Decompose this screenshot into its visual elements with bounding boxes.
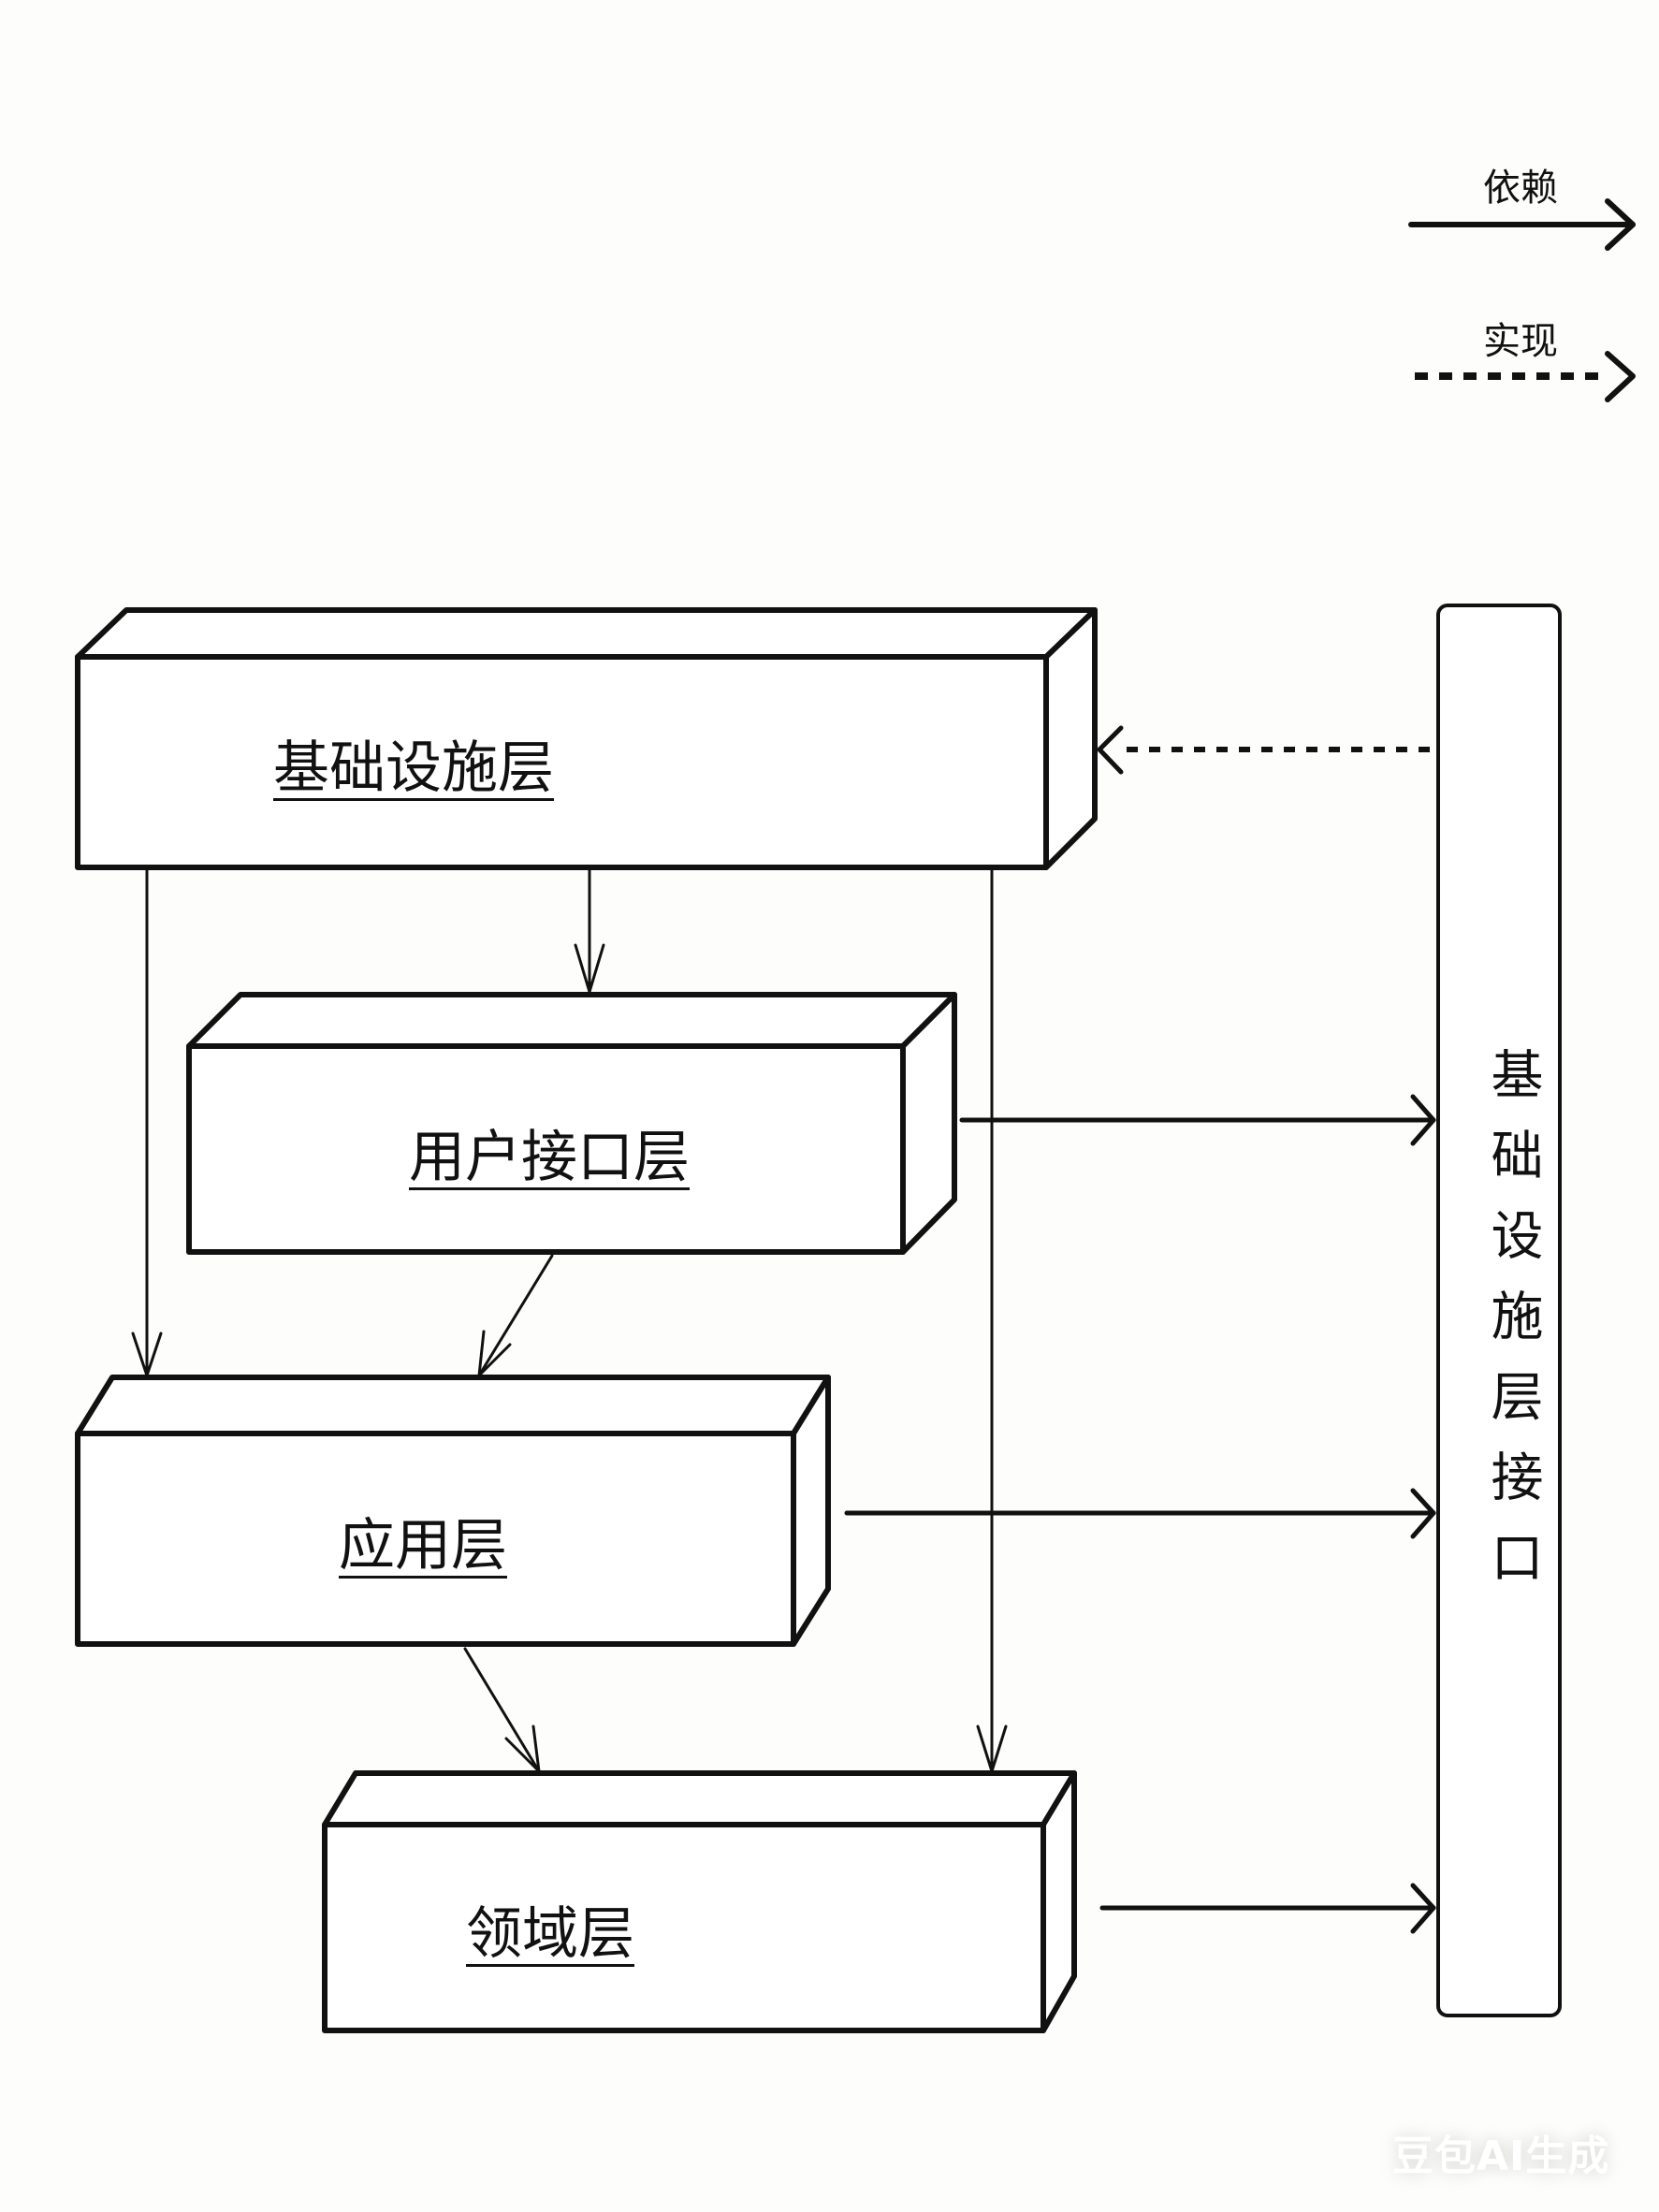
- interface-panel-box[interactable]: [1436, 604, 1562, 2017]
- edge-infra-to-ui: [574, 868, 605, 994]
- edge-ui-to-application: [477, 1254, 554, 1377]
- edge-ui-to-interface: [959, 1094, 1436, 1146]
- layer-label-application: 应用层: [339, 1513, 507, 1579]
- watermark: 豆包AI生成: [1392, 2132, 1610, 2180]
- edge-infra-to-application: [131, 868, 163, 1377]
- legend-implementation-arrow: [1415, 351, 1636, 402]
- legend-dependency-arrow: [1408, 198, 1636, 251]
- box-application[interactable]: [75, 1375, 831, 1647]
- box-infrastructure[interactable]: [75, 607, 1098, 870]
- legend-implementation-label: 实现: [1483, 320, 1558, 363]
- box-domain[interactable]: [322, 1770, 1077, 2033]
- layer-label-ui: 用户接口层: [409, 1125, 690, 1190]
- layer-label-domain: 领域层: [466, 1901, 634, 1967]
- edge-application-to-domain: [463, 1647, 541, 1773]
- edge-interface-implements-infra: [1097, 725, 1430, 775]
- box-ui[interactable]: [186, 992, 957, 1255]
- edge-domain-to-interface: [1099, 1883, 1436, 1934]
- legend-dependency-label: 依赖: [1483, 167, 1558, 210]
- edge-application-to-interface: [844, 1488, 1436, 1539]
- edge-infra-to-domain: [976, 868, 1008, 1773]
- interface-panel-label: 基础设施层接口: [1482, 1047, 1543, 1610]
- layer-label-infrastructure: 基础设施层: [273, 735, 554, 801]
